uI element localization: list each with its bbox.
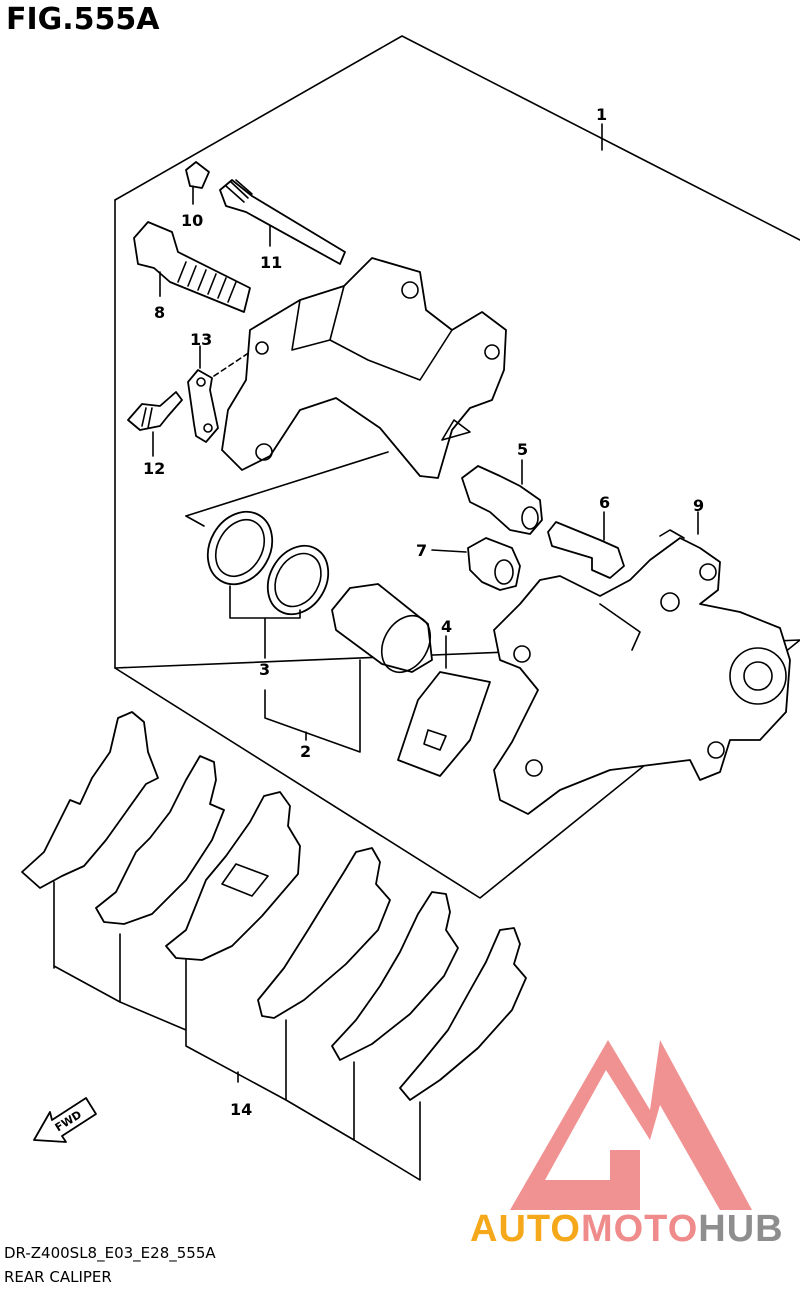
assembly-outline bbox=[114, 35, 800, 899]
callout-14: 14 bbox=[230, 1100, 252, 1119]
callout-9: 9 bbox=[693, 496, 704, 515]
callout-1: 1 bbox=[596, 105, 607, 124]
part-9-bracket bbox=[493, 511, 791, 815]
figure-code: DR-Z400SL8_E03_E28_555A bbox=[4, 1244, 216, 1262]
callout-4: 4 bbox=[441, 617, 452, 636]
callout-10: 10 bbox=[181, 211, 203, 230]
part-7-boot bbox=[431, 537, 521, 591]
callout-11: 11 bbox=[260, 253, 282, 272]
watermark-hub: HUB bbox=[698, 1208, 784, 1250]
callout-13: 13 bbox=[190, 330, 212, 349]
projection-line bbox=[185, 451, 389, 517]
callout-5: 5 bbox=[517, 440, 528, 459]
caliper-body bbox=[221, 257, 507, 479]
fwd-arrow-icon bbox=[33, 1097, 97, 1143]
callout-6: 6 bbox=[599, 493, 610, 512]
callout-12: 12 bbox=[143, 459, 165, 478]
watermark-logo-mark bbox=[510, 1040, 752, 1210]
callout-7: 7 bbox=[416, 541, 427, 560]
part-2-piston bbox=[264, 583, 433, 753]
watermark-wordmark: AUTOMOTOHUB bbox=[470, 1208, 784, 1251]
part-6-pin bbox=[547, 511, 625, 579]
part-3-seals bbox=[206, 510, 330, 659]
part-12-bleeder bbox=[127, 391, 183, 457]
figure-name: REAR CALIPER bbox=[4, 1268, 112, 1286]
part-4-spring bbox=[397, 635, 491, 777]
watermark-auto: AUTO bbox=[470, 1208, 581, 1250]
part-11-pin bbox=[219, 179, 346, 265]
part-10-cap bbox=[185, 161, 210, 205]
part-5-sleeve bbox=[461, 459, 543, 535]
callout-2: 2 bbox=[300, 742, 311, 761]
callout-3: 3 bbox=[259, 660, 270, 679]
watermark-moto: MOTO bbox=[580, 1208, 699, 1250]
figure-title: FIG.555A bbox=[6, 2, 160, 37]
leader-lines bbox=[159, 123, 603, 297]
part-8-bolt bbox=[133, 221, 251, 313]
part-14-pads bbox=[21, 711, 527, 1181]
callout-8: 8 bbox=[154, 303, 165, 322]
part-13-bracket bbox=[187, 343, 263, 443]
